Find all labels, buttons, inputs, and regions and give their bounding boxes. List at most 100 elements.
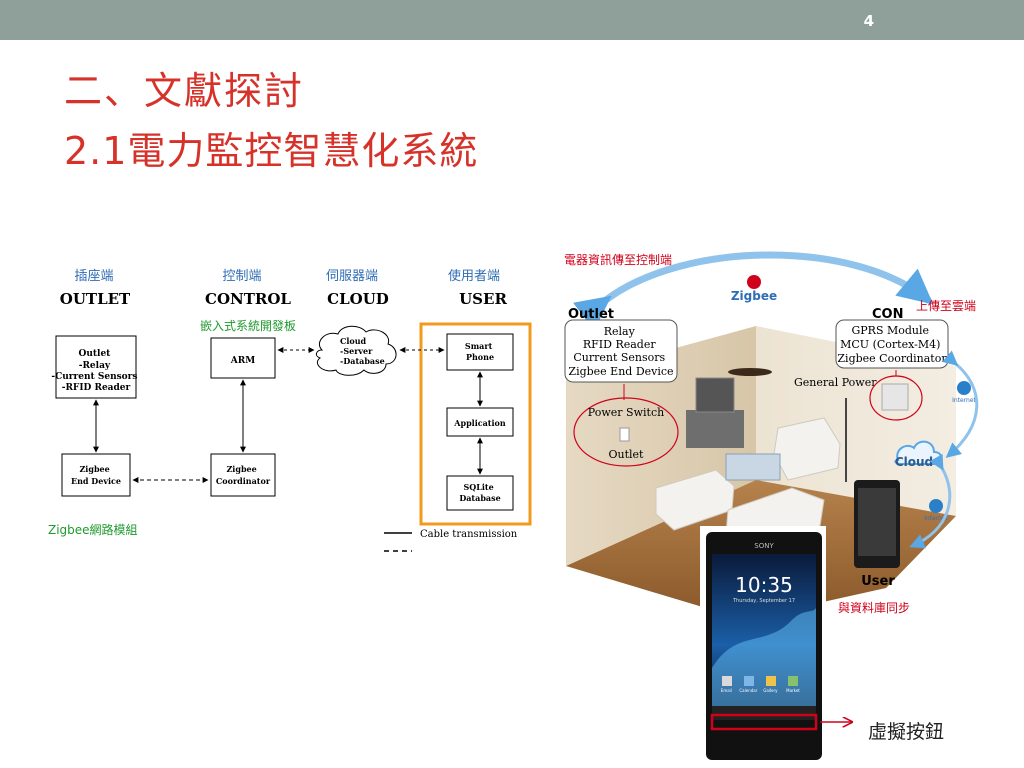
- svg-text:Smart Phone: Smart Phone: [465, 341, 495, 362]
- gallery-app-icon: [766, 676, 776, 686]
- outlet-callout-box: [564, 319, 678, 383]
- zigbee-coord-box-line: Zigbee: [226, 464, 256, 474]
- column-en-outlet: OUTLET: [60, 290, 131, 308]
- svg-text:Zigbee End Device: Zigbee End Device: [71, 464, 121, 486]
- zigbee-module-label: Zigbee網路模組: [48, 522, 138, 537]
- zigbee-logo-mark: [747, 275, 761, 289]
- svg-text:Zigbee Coordinator: Zigbee Coordinator: [216, 464, 271, 486]
- svg-text:Cloud -Server -Databas: Cloud -Server -Database: [340, 336, 385, 366]
- market-app-icon: [788, 676, 798, 686]
- outlet-box-line: -Current Sensors: [51, 372, 137, 382]
- internet-label-1: Internet: [952, 397, 976, 404]
- outlet-callout-title: Outlet: [568, 307, 614, 322]
- svg-text:Outlet -Relay -Current: Outlet -Relay -Current Sensors -RFID Rea…: [51, 349, 140, 393]
- calendar-app-icon: [744, 676, 754, 686]
- top-bar: [0, 0, 1024, 40]
- data-flow-arc: [573, 251, 934, 331]
- cloud-box-line: -Database: [340, 356, 385, 366]
- section-title: 二、文獻探討: [64, 69, 305, 113]
- outlet-callout-line: Zigbee End Device: [568, 365, 673, 378]
- tv-stand: [686, 410, 744, 448]
- phone-brand: SONY: [754, 542, 774, 550]
- application-box-label: Application: [453, 418, 506, 428]
- arm-box: [210, 337, 276, 379]
- phone-app-label: Calendar: [739, 688, 757, 693]
- zigbee-end-box-line: End Device: [71, 476, 121, 486]
- smart-home-illustration: 電器資訊傳至控制端 Zigbee Outlet Relay RFID Reade…: [564, 251, 979, 762]
- zigbee-coord-box-line: Coordinator: [216, 476, 271, 486]
- ceiling-fan: [728, 368, 772, 376]
- outlet-callout-line: RFID Reader: [583, 338, 656, 351]
- embedded-board-label: 嵌入式系統開發板: [200, 318, 296, 333]
- system-block-diagram: 插座端 OUTLET 控制端 CONTROL 伺服器端 CLOUD 使用者端 U…: [48, 268, 532, 552]
- wall-socket: [619, 427, 630, 442]
- con-callout-line: GPRS Module: [851, 324, 929, 337]
- outlet-box: [55, 335, 137, 399]
- phone-app-label: Gallery: [763, 688, 778, 693]
- outlet-callout-line: Current Sensors: [573, 351, 665, 364]
- column-en-cloud: CLOUD: [327, 290, 389, 308]
- internet-globe-icon: [957, 381, 971, 395]
- smartphone-box: [446, 333, 514, 371]
- power-switch-highlight: [573, 397, 679, 467]
- email-app-icon: [722, 676, 732, 686]
- zigbee-logo-text: Zigbee: [731, 289, 777, 303]
- outlet-box-line: -Relay: [79, 361, 111, 371]
- outlet-label: Outlet: [609, 448, 645, 461]
- outlet-callout-line: Relay: [604, 325, 636, 338]
- phone-app-row: [722, 676, 798, 686]
- sqlite-box: [446, 475, 514, 511]
- db-sync-annotation: 與資料庫同步: [838, 601, 910, 615]
- outlet-box-line: -RFID Reader: [62, 383, 131, 393]
- tv-screen: [695, 377, 735, 413]
- cloud-shape: [315, 325, 397, 376]
- con-callout-line: Zigbee Coordinator: [837, 352, 947, 365]
- phone-app-label: Market: [786, 688, 800, 693]
- virtual-button-highlight[interactable]: [710, 713, 818, 731]
- phone-nav-bar: [712, 706, 816, 720]
- cloud-label: Cloud: [895, 455, 933, 469]
- sqlite-box-line: Database: [459, 493, 500, 503]
- column-zh-control: 控制端: [222, 269, 261, 284]
- svg-text:Email Calendar Gallery: Email Calendar Gallery Market: [721, 688, 801, 693]
- svg-text:SQLite Database: SQLite Database: [459, 482, 500, 503]
- con-callout-box: [835, 319, 949, 369]
- column-zh-outlet: 插座端: [74, 269, 113, 284]
- con-callout-title: CON: [872, 307, 903, 322]
- column-zh-cloud: 伺服器端: [326, 269, 378, 284]
- phone-date: Thursday, September 17: [732, 598, 795, 604]
- zigbee-end-device-box: [61, 453, 131, 497]
- internet-globe-icon: [929, 499, 943, 513]
- power-switch-label: Power Switch: [588, 406, 664, 419]
- user-highlight-frame: [419, 322, 532, 526]
- user-phone-small-screen: [858, 488, 896, 556]
- internet-arc-top: [942, 350, 979, 458]
- phone-clock: 10:35: [735, 573, 793, 597]
- smartphone-box-line: Phone: [466, 352, 494, 362]
- column-en-control: CONTROL: [205, 290, 291, 308]
- power-box: [881, 383, 909, 411]
- page-number: 4: [863, 12, 874, 30]
- sqlite-box-line: SQLite: [464, 482, 494, 492]
- virtual-button-label: 虛擬按鈕: [868, 721, 944, 743]
- to-control-annotation: 電器資訊傳至控制端: [564, 252, 672, 267]
- coffee-table: [725, 453, 781, 481]
- phone-app-label: Email: [721, 688, 732, 693]
- cloud-box-line: -Server: [340, 346, 373, 356]
- arm-box-label: ARM: [230, 356, 255, 366]
- svg-text:Relay RFID Reader Curr: Relay RFID Reader Current Sensors Zigbee…: [568, 325, 673, 378]
- upload-cloud-annotation: 上傳至雲端: [916, 299, 976, 313]
- con-callout-line: MCU (Cortex-M4): [840, 338, 940, 351]
- zigbee-end-box-line: Zigbee: [79, 464, 109, 474]
- legend-cable-label: Cable transmission: [420, 529, 518, 540]
- column-zh-user: 使用者端: [448, 268, 500, 284]
- svg-text:GPRS Module MCU (Cortex-M4: GPRS Module MCU (Cortex-M4) Zigbee Coord…: [837, 324, 947, 365]
- subsection-title: 2.1電力監控智慧化系統: [64, 129, 479, 173]
- zigbee-coordinator-box: [210, 453, 276, 497]
- cloud-box-line: Cloud: [340, 336, 367, 346]
- application-box: [446, 407, 514, 437]
- user-label: User: [861, 574, 895, 589]
- column-en-user: USER: [459, 290, 507, 308]
- outlet-box-line: Outlet: [79, 349, 112, 359]
- smartphone-box-line: Smart: [465, 341, 493, 351]
